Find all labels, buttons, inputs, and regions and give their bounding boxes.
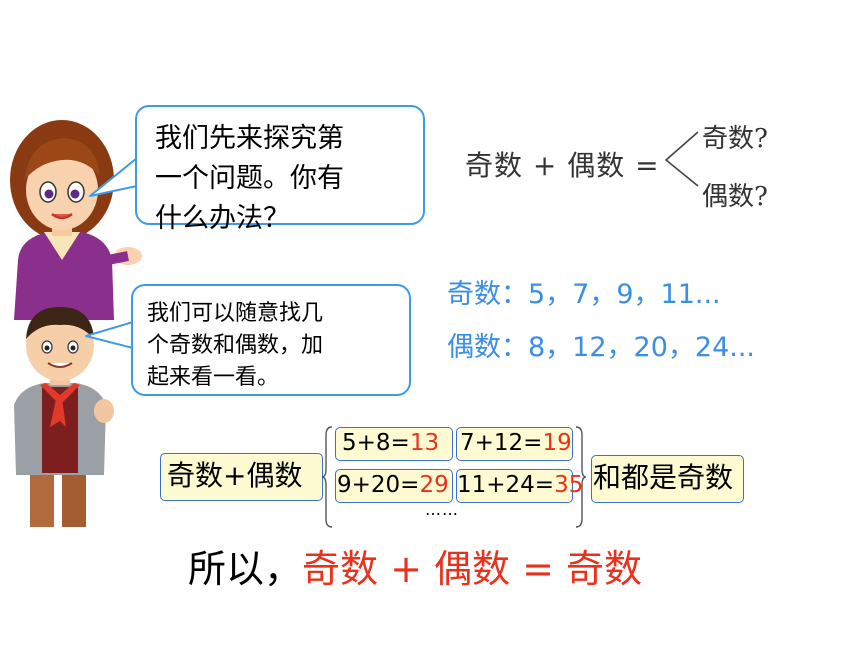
equation-left: 奇数 + 偶数 = xyxy=(465,149,660,182)
even-number-list: 偶数：8，12，20，24... xyxy=(447,332,755,363)
example-4-result: 35 xyxy=(554,472,584,498)
example-row-3: 9+20=29 xyxy=(335,469,453,503)
example-1-expr: 5+8= xyxy=(342,430,410,456)
example-1-result: 13 xyxy=(409,430,440,456)
teacher-bubble-line-2: 一个问题。你有 xyxy=(155,163,344,194)
teacher-bubble-line-1: 我们先来探究第 xyxy=(155,123,344,154)
sum-label-box: 奇数+偶数 xyxy=(160,453,323,501)
student-bubble-tail xyxy=(85,321,134,349)
conclusion-box: 和都是奇数 xyxy=(591,455,744,503)
teacher-bubble-tail xyxy=(89,157,138,197)
odd-number-list: 奇数：5，7，9，11... xyxy=(447,279,721,310)
examples-ellipsis: …… xyxy=(425,500,459,519)
student-bubble-line-3: 起来看一看。 xyxy=(147,365,280,390)
final-statement: 所以，奇数 + 偶数 = 奇数 xyxy=(188,538,642,593)
sum-label: 奇数+偶数 xyxy=(167,459,303,492)
final-equation: 奇数 + 偶数 = 奇数 xyxy=(302,547,643,591)
teacher-bubble-line-3: 什么办法？ xyxy=(155,203,290,234)
conclusion-text: 和都是奇数 xyxy=(593,461,734,494)
right-brace xyxy=(575,426,587,528)
student-speech-bubble: 我们可以随意找几 个奇数和偶数，加 起来看一看。 xyxy=(131,284,411,396)
left-brace xyxy=(321,426,333,528)
equation-option-even: 偶数? xyxy=(702,182,768,212)
final-prefix: 所以， xyxy=(188,547,303,591)
example-row-4: 11+24=35 xyxy=(456,469,583,503)
teacher-speech-bubble: 我们先来探究第 一个问题。你有 什么办法？ xyxy=(135,105,425,234)
teacher-illustration xyxy=(10,120,142,320)
example-row-2: 7+12=19 xyxy=(456,427,573,461)
example-4-expr: 11+24= xyxy=(457,472,555,498)
student-bubble-line-2: 个奇数和偶数，加 xyxy=(147,333,324,358)
equation-option-odd: 奇数? xyxy=(702,124,768,154)
student-illustration xyxy=(14,307,114,527)
branch-icon xyxy=(664,131,699,187)
example-row-1: 5+8=13 xyxy=(335,427,453,461)
example-3-result: 29 xyxy=(419,472,449,498)
example-3-expr: 9+20= xyxy=(337,472,420,498)
student-bubble-line-1: 我们可以随意找几 xyxy=(147,301,324,326)
example-2-expr: 7+12= xyxy=(460,430,543,456)
example-2-result: 19 xyxy=(542,430,572,456)
